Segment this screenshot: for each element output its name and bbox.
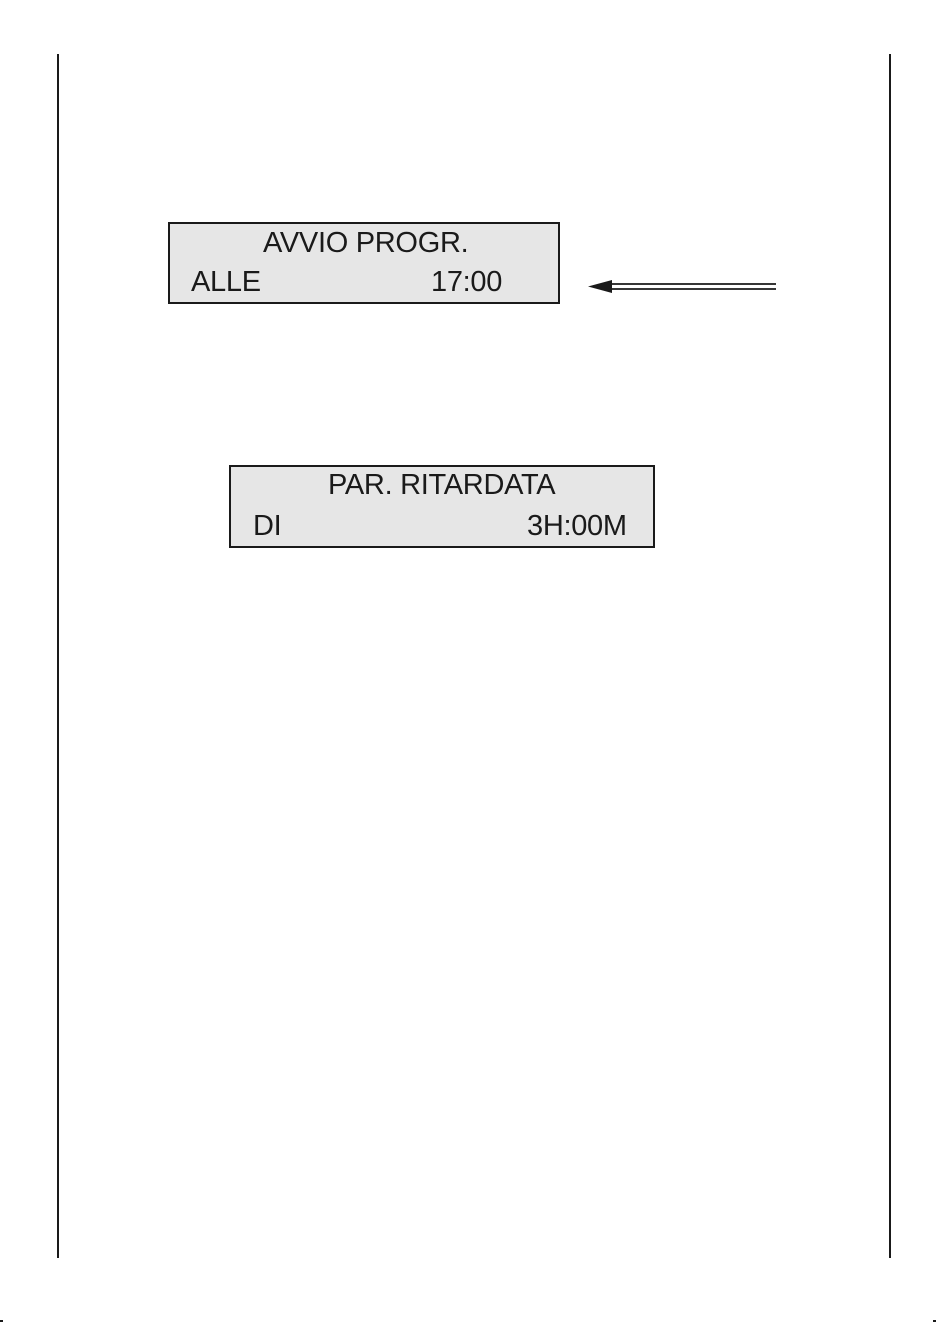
lcd-label: ALLE: [191, 266, 261, 298]
right-margin-line: [889, 54, 891, 1258]
lcd-value: 3H:00M: [527, 510, 627, 542]
lcd-title: AVVIO PROGR.: [263, 227, 468, 259]
crop-mark-left: [0, 1320, 3, 1322]
left-margin-line: [57, 54, 59, 1258]
lcd-label: DI: [253, 510, 281, 542]
arrow-left-icon: [586, 276, 778, 296]
lcd-value: 17:00: [431, 266, 502, 298]
lcd-display-start-time: AVVIO PROGR. ALLE 17:00: [168, 222, 560, 304]
lcd-display-delayed-start: PAR. RITARDATA DI 3H:00M: [229, 465, 655, 548]
lcd-title: PAR. RITARDATA: [328, 469, 555, 501]
